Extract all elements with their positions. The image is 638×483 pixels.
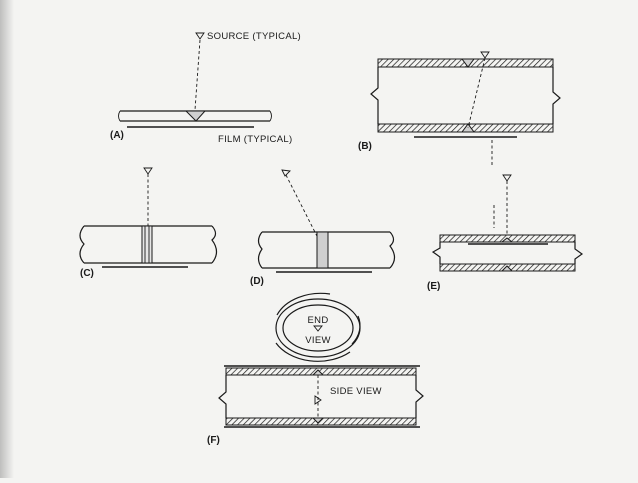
panel-label-b: (B) — [358, 141, 372, 152]
panel-label-a: (A) — [110, 130, 124, 141]
page-edge-shadow — [0, 0, 14, 478]
end-view-label-line2: VIEW — [305, 335, 330, 346]
diagram-d: (D) — [250, 169, 396, 287]
diagram-c: (C) — [79, 167, 218, 279]
diagram-e: (E) — [427, 174, 584, 292]
source-label: SOURCE (TYPICAL) — [207, 31, 301, 42]
panel-label-c: (C) — [80, 268, 94, 279]
diagram-b: (B) — [358, 51, 561, 166]
film-label: FILM (TYPICAL) — [218, 134, 292, 145]
diagram-f: END VIEW SIDE VIEW (F) — [207, 292, 424, 446]
end-view-label-line1: END — [308, 315, 329, 326]
panel-label-e: (E) — [427, 281, 440, 292]
panel-label-f: (F) — [207, 435, 220, 446]
side-view-label: SIDE VIEW — [330, 386, 382, 397]
diagram-a: SOURCE (TYPICAL) (A) FILM (TYPICAL) — [110, 31, 301, 145]
panel-label-d: (D) — [250, 276, 264, 287]
